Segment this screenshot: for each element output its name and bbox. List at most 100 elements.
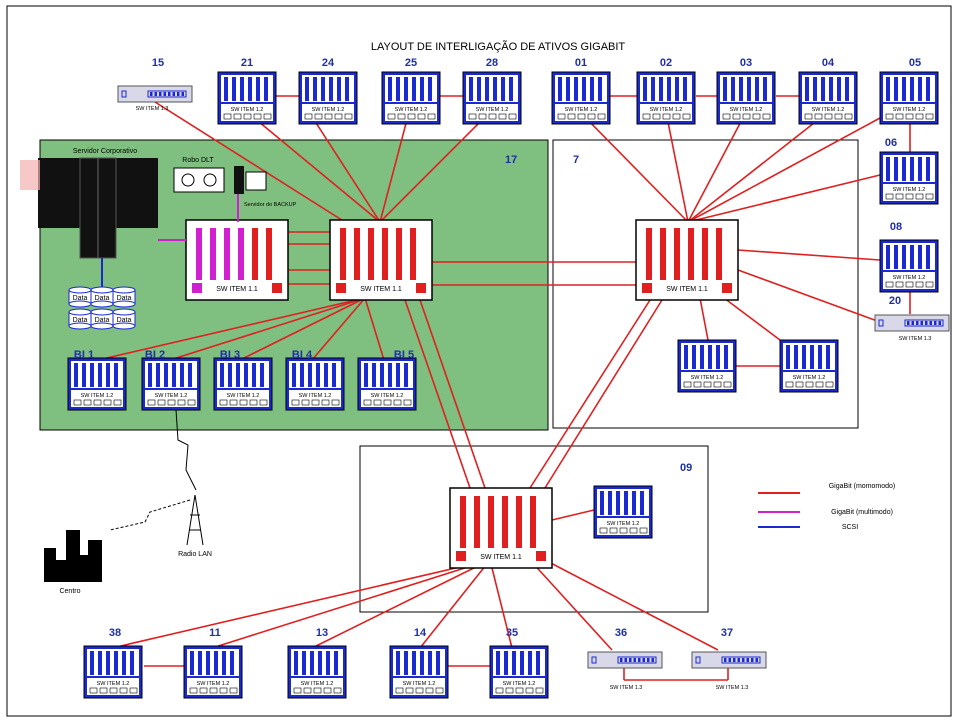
link-08-core-c <box>737 249 881 261</box>
svg-text:SW ITEM 1.2: SW ITEM 1.2 <box>650 107 683 113</box>
switch-24: SW ITEM 1.2 <box>298 71 358 125</box>
link-core-b-d <box>404 299 471 489</box>
page-border <box>6 5 952 717</box>
link-z7b-core-c <box>719 294 781 341</box>
rack-number: 37 <box>721 627 733 639</box>
link-bi-core-b <box>311 297 366 361</box>
rack-label: SW ITEM 1.3 <box>610 685 643 691</box>
data-store: Data <box>68 308 92 330</box>
switch-number: 08 <box>890 221 902 233</box>
switch-number: 25 <box>405 57 417 69</box>
svg-text:SW ITEM 1.2: SW ITEM 1.2 <box>395 107 428 113</box>
legend-mono: GigaBit (momomodo) <box>829 483 896 490</box>
switch-bi1: SW ITEM 1.2 <box>67 357 127 411</box>
zone-17-label: 17 <box>505 154 517 166</box>
data-store: Data <box>112 308 136 330</box>
link-bi-core-b <box>169 297 366 361</box>
svg-text:SW ITEM 1.2: SW ITEM 1.2 <box>403 681 436 687</box>
robo-label: Robo DLT <box>182 157 214 164</box>
link-core-b <box>379 111 410 223</box>
rack-switch-15 <box>117 85 193 103</box>
switch-number: BI 5 <box>394 349 414 361</box>
svg-text:SW ITEM 1.2: SW ITEM 1.2 <box>299 393 332 399</box>
zone-09-label: 09 <box>680 462 692 474</box>
link-core-d-bottom <box>311 559 491 649</box>
switch-number: 13 <box>316 627 328 639</box>
data-store-label: Data <box>117 317 132 324</box>
svg-text:SW ITEM 1.1: SW ITEM 1.1 <box>360 286 402 293</box>
switch-bi5: SW ITEM 1.2 <box>357 357 417 411</box>
core-switch-09: SW ITEM 1.1 <box>449 487 553 569</box>
switch-z7-a: SW ITEM 1.2 <box>677 339 737 393</box>
rack-label: SW ITEM 1.3 <box>899 336 932 342</box>
rack-switch-36 <box>587 651 663 669</box>
zone-7-label: 7 <box>573 154 579 166</box>
switch-28: SW ITEM 1.2 <box>462 71 522 125</box>
svg-text:SW ITEM 1.1: SW ITEM 1.1 <box>480 554 522 561</box>
core-switch-17: SW ITEM 1.1 <box>329 219 433 301</box>
switch-bi4: SW ITEM 1.2 <box>285 357 345 411</box>
switch-number: 14 <box>414 627 427 639</box>
svg-text:SW ITEM 1.1: SW ITEM 1.1 <box>216 286 258 293</box>
link-bi-core-b <box>239 297 366 361</box>
link-z7a-core-c <box>699 297 709 341</box>
link-core-d-37 <box>544 559 719 651</box>
switch-number: 35 <box>506 627 518 639</box>
svg-text:SW ITEM 1.2: SW ITEM 1.2 <box>730 107 763 113</box>
switch-04: SW ITEM 1.2 <box>798 71 858 125</box>
switch-01: SW ITEM 1.2 <box>551 71 611 125</box>
svg-text:SW ITEM 1.2: SW ITEM 1.2 <box>893 107 926 113</box>
switch-bi2: SW ITEM 1.2 <box>141 357 201 411</box>
data-store-label: Data <box>73 317 88 324</box>
switch-number: 28 <box>486 57 498 69</box>
link-core-c <box>687 174 881 223</box>
diagram-title: LAYOUT DE INTERLIGAÇÃO DE ATIVOS GIGABIT <box>371 40 626 53</box>
link-core-c-d <box>544 299 663 489</box>
svg-text:SW ITEM 1.2: SW ITEM 1.2 <box>312 107 345 113</box>
data-store-label: Data <box>95 317 110 324</box>
switch-05: SW ITEM 1.2 <box>879 71 939 125</box>
robo-dlt: Robo DLT <box>173 157 225 193</box>
switch-number: 01 <box>575 57 587 69</box>
switch-number: 24 <box>322 57 335 69</box>
link-core-d-bottom <box>211 559 491 649</box>
switch-11: SW ITEM 1.2 <box>183 645 243 699</box>
core-switch-multimode: SW ITEM 1.1 <box>185 219 289 301</box>
link-core-c <box>687 111 829 223</box>
switch-number: BI 2 <box>145 349 165 361</box>
switch-06: SW ITEM 1.2 <box>879 151 939 205</box>
radio-link-bi2 <box>175 409 197 491</box>
switch-number: 38 <box>109 627 121 639</box>
svg-text:SW ITEM 1.2: SW ITEM 1.2 <box>607 521 640 527</box>
link-core-b <box>246 111 381 223</box>
link-core-c <box>687 117 881 223</box>
switch-number: 05 <box>909 57 921 69</box>
switch-09-side: SW ITEM 1.2 <box>593 485 653 539</box>
link-core-c-d <box>529 299 651 489</box>
radio-link-centro <box>109 499 191 531</box>
svg-text:SW ITEM 1.2: SW ITEM 1.2 <box>371 393 404 399</box>
rack-label: SW ITEM 1.3 <box>716 685 749 691</box>
data-store: Data <box>112 286 136 308</box>
link-core-d-bottom <box>419 559 491 649</box>
rack-switch-37 <box>691 651 767 669</box>
switch-number: 06 <box>885 137 897 149</box>
rack-label: SW ITEM 1.3 <box>136 106 169 112</box>
link-core-b-d <box>419 299 486 489</box>
server-name: Servidor Corporativo <box>73 148 137 155</box>
switch-14: SW ITEM 1.2 <box>389 645 449 699</box>
data-store: Data <box>90 308 114 330</box>
switch-bi3: SW ITEM 1.2 <box>213 357 273 411</box>
switch-38: SW ITEM 1.2 <box>83 645 143 699</box>
switch-08: SW ITEM 1.2 <box>879 239 939 293</box>
link-core-d-bottom <box>489 559 513 649</box>
svg-text:SW ITEM 1.2: SW ITEM 1.2 <box>197 681 230 687</box>
link-bi-core-b <box>97 297 366 361</box>
link-15-core-b <box>154 101 346 223</box>
links-layer <box>97 95 911 681</box>
svg-text:SW ITEM 1.2: SW ITEM 1.2 <box>812 107 845 113</box>
svg-text:SW ITEM 1.2: SW ITEM 1.2 <box>691 375 724 381</box>
switch-z7-b: SW ITEM 1.2 <box>779 339 839 393</box>
switch-number: 11 <box>209 627 221 639</box>
